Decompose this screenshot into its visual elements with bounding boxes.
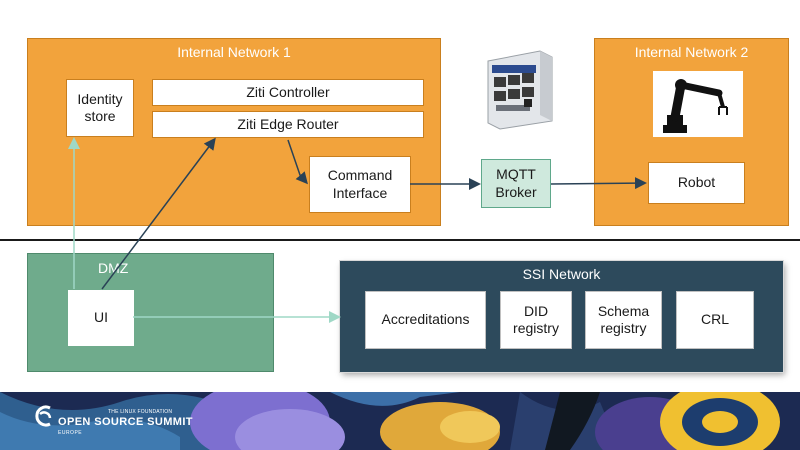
mqtt-broker-node: MQTT Broker <box>481 159 551 208</box>
ssi-network-label: SSI Network <box>522 266 601 282</box>
accreditations-node: Accreditations <box>365 291 486 349</box>
crl-label: CRL <box>700 311 729 328</box>
schema-registry-node: Schema registry <box>585 291 662 349</box>
ui-node: UI <box>68 290 134 346</box>
ssi-network-zone: SSI Network Accreditations DID registry … <box>340 261 783 372</box>
did-registry-node: DID registry <box>500 291 572 349</box>
ziti-edge-router-node: Ziti Edge Router <box>152 111 424 138</box>
open-source-summit-logo <box>35 405 52 427</box>
accreditations-label: Accreditations <box>381 311 470 328</box>
footer-brand-label: OPEN SOURCE SUMMIT <box>58 416 193 428</box>
ziti-controller-label: Ziti Controller <box>246 83 330 100</box>
robot-image <box>653 71 743 137</box>
schema-registry-label: Schema registry <box>597 302 650 337</box>
ui-label: UI <box>94 309 108 326</box>
internal-network-2-label: Internal Network 2 <box>634 44 749 60</box>
swirl-artwork <box>0 392 800 450</box>
command-interface-label: Command Interface <box>327 167 393 201</box>
internal-network-1-zone: Internal Network 1 Identity store Ziti C… <box>27 38 441 226</box>
dmz-zone: DMZ UI <box>27 253 274 372</box>
footer-org-label: THE LINUX FOUNDATION <box>108 409 173 415</box>
did-registry-label: DID registry <box>513 302 559 337</box>
identity-store-label: Identity store <box>77 90 123 125</box>
mqtt-broker-label: MQTT Broker <box>495 166 537 200</box>
robot-arm-icon <box>663 79 728 133</box>
crl-node: CRL <box>676 291 754 349</box>
ziti-controller-node: Ziti Controller <box>152 79 424 106</box>
footer-banner <box>0 392 800 450</box>
footer-region-label: EUROPE <box>58 430 83 436</box>
gateway-device-icon <box>487 50 553 130</box>
robot-node: Robot <box>648 162 745 204</box>
internal-network-2-zone: Internal Network 2 Robot <box>594 38 789 226</box>
robot-label: Robot <box>677 174 716 191</box>
command-interface-node: Command Interface <box>309 156 411 213</box>
network-boundary-line <box>0 239 800 241</box>
ziti-edge-router-label: Ziti Edge Router <box>237 115 339 132</box>
dmz-label: DMZ <box>98 260 129 276</box>
internal-network-1-label: Internal Network 1 <box>177 44 291 60</box>
identity-store-node: Identity store <box>66 79 134 137</box>
